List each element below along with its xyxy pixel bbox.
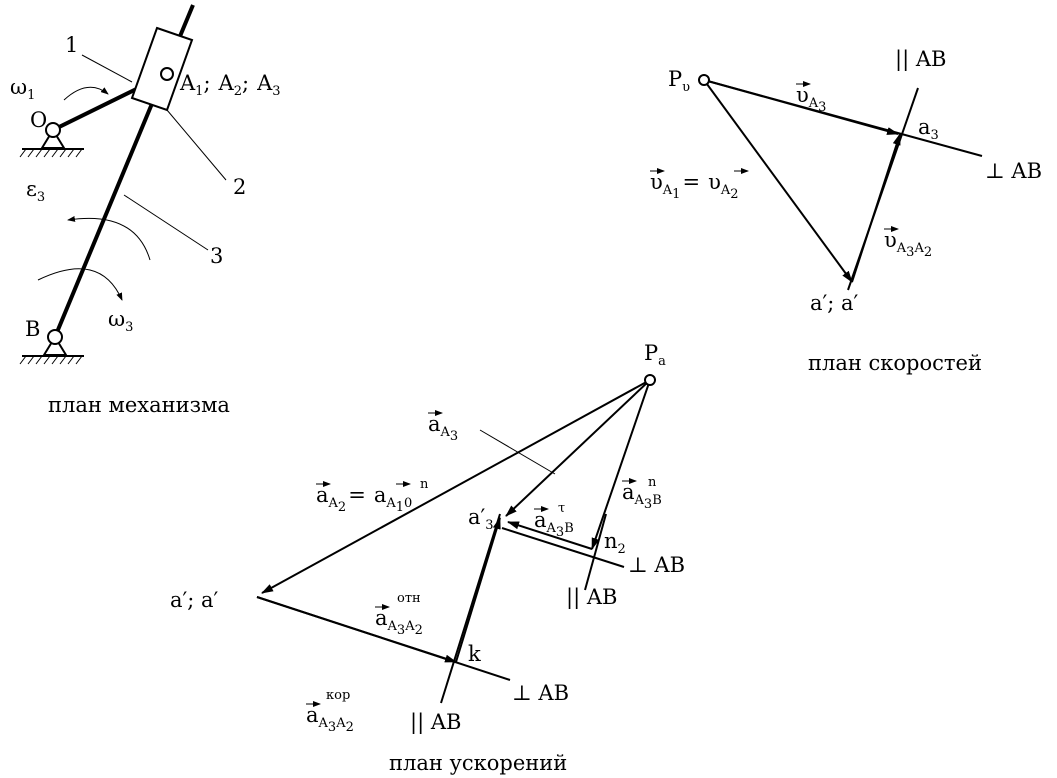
omega3-arrow [37,268,123,301]
label-a-a3b-normal: aA3B n [622,475,662,512]
label-link-1: 1 [65,33,78,57]
svg-text:n: n [420,477,429,492]
vector-a-a2 [261,379,651,594]
ground-support-o [19,128,84,158]
leader-a-a3 [479,429,556,475]
svg-text:υA3A2: υA3A2 [884,228,932,260]
vector-v-a3a2 [851,133,901,283]
leader-link-1 [81,54,133,83]
label-a-a3b-tangential: aA3B τ [534,501,574,540]
label-a-a3: aA3 [428,410,458,444]
label-v-a1-equals-v-a2: υA1=υA2 [650,168,749,202]
label-v-a3a2: υA3A2 [884,226,932,260]
perp-ab-line-n2 [501,527,625,568]
label-perp-ab-k: ⊥ AB [512,681,569,705]
vector-v-a3 [703,79,899,135]
svg-text:τ: τ [558,501,565,516]
vector-a-a3b-tangential [507,521,593,550]
label-link-2: 2 [233,175,246,199]
svg-text:отн: отн [397,591,421,606]
epsilon3-arrow [67,216,151,261]
svg-text:υA3: υA3 [796,83,826,115]
label-epsilon3: ε3 [26,177,45,205]
label-perp-ab: ⊥ AB [985,159,1042,183]
leader-link-3 [123,194,209,251]
label-a-a2-equals-a-a1o-normal: aA2=aA10 n [316,477,429,515]
ground-support-b [19,335,84,365]
label-origin-o: O [30,108,47,132]
svg-text:aA2=aA10: aA2=aA10 [316,483,412,515]
acceleration-pole [644,374,656,386]
label-points-a1-a2: a′; a′ [170,588,219,612]
label-a-coriolis: aA3A2 кор [306,688,354,735]
label-point-a3: a3 [918,115,939,143]
label-parallel-ab: || AB [895,47,946,72]
svg-text:υA1=υA2: υA1=υA2 [650,170,739,202]
vector-v-a1-a2 [703,79,853,283]
leader-link-2 [166,109,227,181]
acceleration-plan: Pa a′3 n2 k a′; a′ ⊥ AB || AB ⊥ AB || AB… [170,341,685,775]
vector-a-a3b-normal [591,379,651,550]
label-parallel-ab-k: || AB [410,710,461,735]
label-parallel-ab-n2: || AB [566,585,617,610]
label-a-relative: aA3A2 отн [375,591,423,638]
label-pivot-b: B [25,317,40,341]
svg-text:кор: кор [326,688,350,703]
label-link-3: 3 [210,244,223,268]
svg-text:aA3A2: aA3A2 [306,703,354,735]
velocity-pole [698,74,710,86]
label-points-a1-a2: a′; a′ [810,291,859,315]
svg-text:aA3B: aA3B [622,480,662,512]
caption-acceleration-plan: план ускорений [389,751,567,775]
joint-b [47,329,63,345]
svg-text:n: n [648,475,657,490]
label-point-a: A1;A2;A3 [179,71,281,99]
vector-a-relative [455,517,501,663]
label-omega3: ω3 [108,307,133,335]
caption-velocity-plan: план скоростей [808,351,982,375]
label-point-n2: n2 [604,529,626,557]
caption-mechanism-plan: план механизма [48,393,230,417]
parallel-ab-line-n2 [584,513,607,591]
label-pole-pa: Pa [644,341,666,369]
label-point-k: k [468,642,481,666]
vector-a-a3 [505,379,651,517]
vector-a-coriolis [256,596,457,663]
joint-a [160,67,174,81]
label-perp-ab-n2: ⊥ AB [628,553,685,577]
omega1-arrow [63,86,109,101]
slider-block-2 [130,26,194,112]
label-point-a3-prime: a′3 [468,505,494,533]
label-omega1: ω1 [10,75,35,103]
svg-text:aA3A2: aA3A2 [375,606,423,638]
joint-o [45,122,61,138]
mechanism-plan: 1 2 3 A1;A2;A3 O B ω1 ε3 ω3 план механиз… [10,4,281,417]
velocity-plan: Pυ || AB ⊥ AB a3 a′; a′ υA3 υA1=υA2 υA3A… [650,47,1042,375]
label-v-a3: υA3 [796,81,826,115]
parallel-ab-line-k [440,513,501,704]
label-pole-pv: Pυ [668,67,690,95]
svg-text:aA3B: aA3B [534,508,574,540]
svg-text:aA3: aA3 [428,412,458,444]
